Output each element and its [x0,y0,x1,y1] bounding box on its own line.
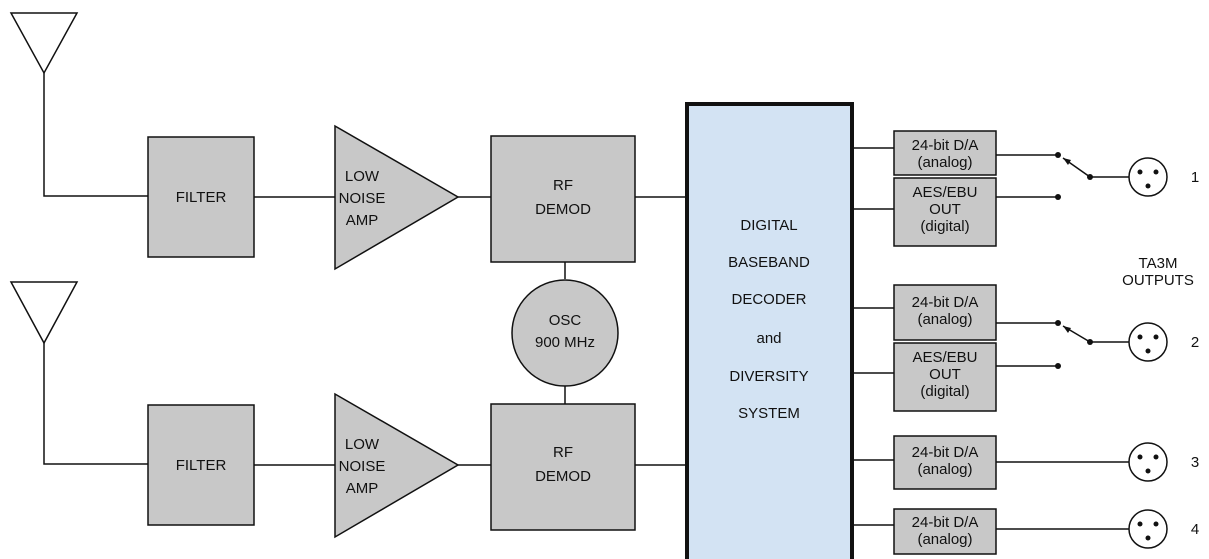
aes-ebu-output-1: AES/EBU OUT (digital) [893,177,997,247]
aes-label-line2: OUT [929,201,961,218]
filter-block-2: FILTER [147,404,255,526]
lna-label-line3: AMP [346,212,379,229]
aes-label-line3: (digital) [920,383,969,400]
osc-label-line1: OSC [549,312,582,329]
da-label-line1: 24-bit D/A [912,294,979,311]
switch-icon [1055,320,1129,369]
da-label-line2: (analog) [917,461,972,478]
decoder-label-line: DIGITAL [740,217,797,234]
aes-label-line1: AES/EBU [912,184,977,201]
output-number: 4 [1191,521,1199,538]
antenna-icon [9,281,79,345]
lna-label-line1: LOW [345,436,380,453]
filter-label: FILTER [176,457,227,474]
filter-label: FILTER [176,189,227,206]
filter-block-1: FILTER [147,136,255,258]
demod-label-line2: DEMOD [535,201,591,218]
output-number: 2 [1191,334,1199,351]
xlr-connector-icon [1128,509,1168,549]
xlr-connector-icon [1128,157,1168,197]
lna-label-line2: NOISE [339,190,386,207]
rf-demod-block-1: RF DEMOD [490,135,636,263]
xlr-connector-icon [1128,322,1168,362]
rf-demod-block-2: RF DEMOD [490,403,636,531]
antenna-icon [9,12,79,75]
da-converter-3: 24-bit D/A (analog) [893,435,997,490]
da-label-line1: 24-bit D/A [912,514,979,531]
aes-label-line1: AES/EBU [912,349,977,366]
lna-label-line2: NOISE [339,458,386,475]
aes-label-line3: (digital) [920,218,969,235]
da-converter-4: 24-bit D/A (analog) [893,508,997,555]
xlr-connector-icon [1128,442,1168,482]
da-label-line2: (analog) [917,531,972,548]
outputs-title-line2: OUTPUTS [1122,272,1194,289]
da-converter-1: 24-bit D/A (analog) [893,130,997,176]
lna-label-line3: AMP [346,480,379,497]
output-number: 1 [1191,169,1199,186]
demod-label-line2: DEMOD [535,468,591,485]
lna-label-line1: LOW [345,168,380,185]
demod-label-line1: RF [553,177,573,194]
oscillator: OSC 900 MHz [511,279,619,387]
low-noise-amp-2: LOW NOISE AMP [334,392,460,539]
da-label-line2: (analog) [917,311,972,328]
decoder-label-line: and [756,330,781,347]
decoder-label-line: DECODER [731,291,806,308]
decoder-label-line: SYSTEM [738,405,800,422]
aes-label-line2: OUT [929,366,961,383]
outputs-title-line1: TA3M [1139,255,1178,272]
da-label-line1: 24-bit D/A [912,444,979,461]
da-converter-2: 24-bit D/A (analog) [893,284,997,341]
aes-ebu-output-2: AES/EBU OUT (digital) [893,342,997,412]
osc-label-line2: 900 MHz [535,334,595,351]
decoder-label-line: BASEBAND [728,254,810,271]
demod-label-line1: RF [553,444,573,461]
da-label-line2: (analog) [917,154,972,171]
digital-baseband-decoder: DIGITAL BASEBAND DECODER and DIVERSITY S… [685,102,854,559]
antenna-2-feed-wire [43,343,148,465]
decoder-label-line: DIVERSITY [729,368,808,385]
signal-wires [43,73,1129,530]
output-number: 3 [1191,454,1199,471]
antenna-1-feed-wire [43,73,148,197]
da-label-line1: 24-bit D/A [912,137,979,154]
low-noise-amp-1: LOW NOISE AMP [334,124,460,271]
switch-icon [1055,152,1129,200]
